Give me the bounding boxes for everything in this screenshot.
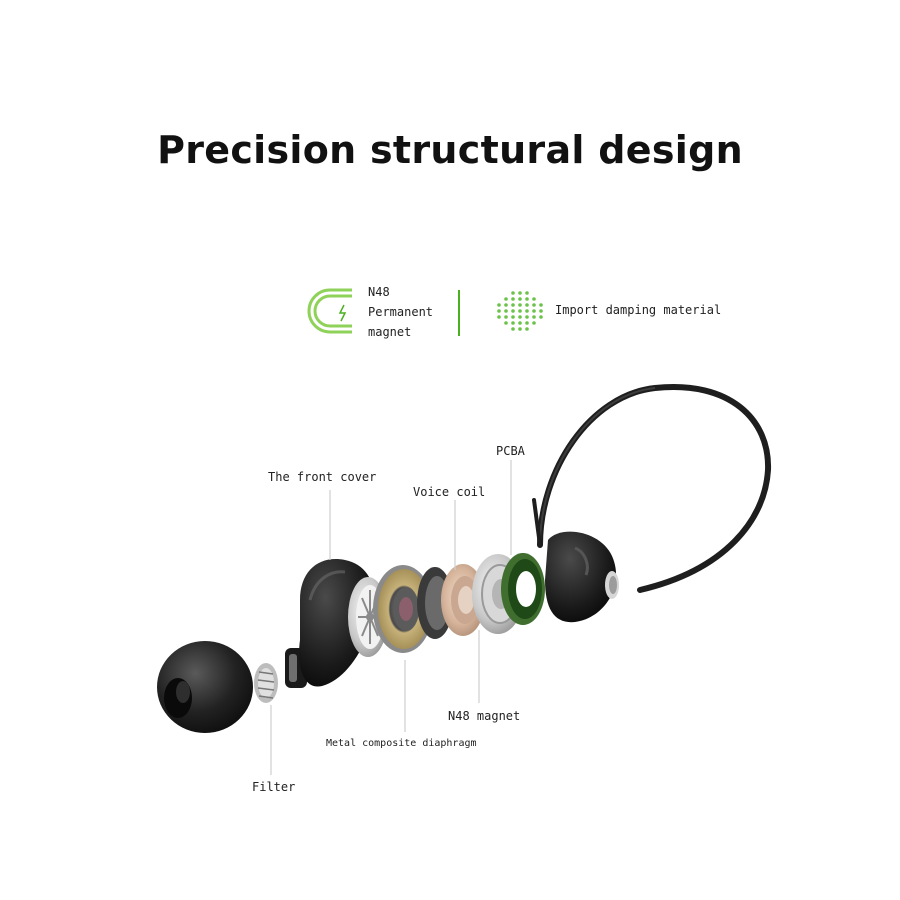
pcba-board [501, 553, 545, 625]
magnet-feature-line-1: N48 [368, 285, 390, 299]
callout-n48-magnet: N48 magnet [448, 709, 521, 723]
callout-diaphragm: Metal composite diaphragm [326, 738, 477, 749]
callout-filter: Filter [252, 780, 296, 794]
damping-feature-text: Import damping material [555, 303, 722, 317]
callout-front-cover: The front cover [268, 470, 377, 484]
magnet-icon [307, 288, 352, 334]
callout-pcba: PCBA [496, 444, 525, 458]
page-title: Precision structural design [157, 128, 743, 172]
rear-shell [545, 531, 619, 623]
dot-grid-icon [497, 291, 543, 331]
leader-lines [270, 460, 512, 775]
magnet-feature-line-2: Permanent [368, 305, 434, 319]
magnet-feature-line-3: magnet [368, 325, 412, 339]
feature-divider [458, 290, 460, 336]
callout-voice-coil: Voice coil [413, 485, 486, 499]
voice-coil [441, 564, 485, 636]
magnet-feature-text: N48 Permanent magnet [368, 282, 433, 342]
ear-tip [157, 641, 253, 733]
diaphragm [373, 565, 433, 653]
filter-part [254, 663, 278, 703]
